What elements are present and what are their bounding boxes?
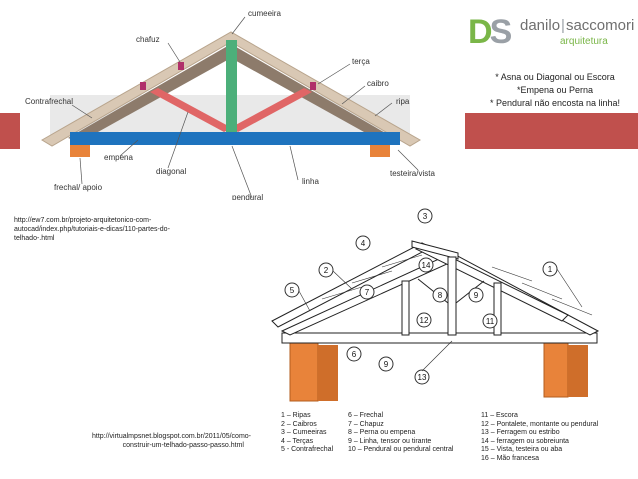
svg-text:4: 4 bbox=[361, 239, 366, 248]
source-url-bottom[interactable]: http://virtualmpsnet.blogspot.com.br/201… bbox=[92, 433, 252, 449]
label-cumeeira: cumeeira bbox=[248, 9, 281, 18]
svg-text:7: 7 bbox=[365, 288, 370, 297]
legend-item: 13 – Ferragem ou estribo bbox=[481, 429, 560, 437]
svg-text:14: 14 bbox=[422, 261, 431, 270]
label-terca: terça bbox=[352, 57, 370, 66]
frechal-left bbox=[70, 145, 90, 157]
callouts: 3 4 2 5 14 7 8 9 12 11 1 6 9 13 bbox=[284, 208, 558, 385]
legend-item: 10 – Pendural ou pendural central bbox=[348, 446, 454, 454]
svg-text:8: 8 bbox=[438, 291, 443, 300]
svg-text:13: 13 bbox=[418, 373, 427, 382]
legend-column-1: 1 – Ripas 2 – Caibros 3 – Cumeeiras 4 – … bbox=[281, 412, 333, 455]
terca-mark-left bbox=[140, 82, 146, 90]
truss-3d-diagram: 3 4 2 5 14 7 8 9 12 11 1 6 9 13 bbox=[271, 208, 600, 402]
svg-text:11: 11 bbox=[486, 317, 495, 326]
note-asna: * Asna ou Diagonal ou Escora bbox=[495, 72, 615, 82]
frechal-right bbox=[370, 145, 390, 157]
logo-name: danilo|saccomori bbox=[520, 17, 635, 34]
svg-text:3: 3 bbox=[423, 212, 428, 221]
legend-column-2: 6 – Frechal 7 – Chapuz 8 – Perna ou empe… bbox=[348, 412, 453, 455]
label-contrafrechal: Contrafrechal bbox=[25, 97, 73, 106]
legend-item: 1 – Ripas bbox=[281, 412, 311, 419]
label-diagonal: diagonal bbox=[156, 167, 186, 176]
diagonal-right bbox=[230, 88, 312, 132]
note-pendural: * Pendural não encosta na linha! bbox=[489, 98, 621, 108]
chafuz-mark bbox=[178, 62, 184, 70]
legend-item: 5 - Contrafrechal bbox=[281, 446, 334, 454]
diagonal-left bbox=[150, 88, 232, 132]
svg-text:9: 9 bbox=[474, 291, 479, 300]
svg-text:6: 6 bbox=[352, 350, 357, 359]
leader-lines bbox=[71, 16, 419, 199]
svg-text:1: 1 bbox=[548, 265, 553, 274]
legend-item: 11 – Escora bbox=[481, 412, 518, 419]
brand-logo: DS danilo|saccomori arquitetura bbox=[468, 13, 634, 54]
legend-item: 16 – Mão francesa bbox=[481, 454, 539, 462]
label-caibro: caibro bbox=[367, 79, 389, 88]
svg-text:5: 5 bbox=[290, 286, 295, 295]
brick-support-right-side bbox=[568, 345, 588, 397]
linha-tie-beam bbox=[70, 132, 400, 145]
note-empena: *Empena ou Perna bbox=[516, 85, 594, 95]
label-linha: linha bbox=[302, 177, 319, 186]
legend-item: 8 – Perna ou empena bbox=[348, 429, 416, 437]
terca-mark-right bbox=[310, 82, 316, 90]
callout-leaders bbox=[298, 268, 583, 372]
rafters bbox=[271, 242, 600, 336]
logo-mark: DS bbox=[468, 13, 512, 51]
logo-subtitle: arquitetura bbox=[560, 36, 608, 47]
brick-support-left bbox=[289, 340, 319, 402]
brick-support-right bbox=[543, 340, 569, 398]
battens bbox=[321, 254, 593, 316]
legend-item: 3 – Cumeeiras bbox=[281, 429, 327, 437]
legend-column-3: 11 – Escora 12 – Pontalete, montante ou … bbox=[481, 412, 598, 464]
label-testeira: testeira/vista bbox=[390, 169, 435, 178]
source-url-top[interactable]: http://ew7.com.br/projeto-arquitetonico-… bbox=[14, 217, 170, 242]
legend-item: 9 – Linha, tensor ou tirante bbox=[348, 437, 432, 445]
roof-truss-diagram: cumeeira chafuz terça caibro ripa Contra… bbox=[20, 0, 465, 200]
brick-support-left-side bbox=[318, 345, 338, 401]
label-chafuz: chafuz bbox=[136, 35, 160, 44]
svg-text:9: 9 bbox=[384, 360, 389, 369]
legend-item: 12 – Pontalete, montante ou pendural bbox=[481, 420, 599, 428]
svg-text:2: 2 bbox=[324, 266, 329, 275]
legend-item: 4 – Terças bbox=[281, 437, 314, 445]
tie-beam bbox=[281, 332, 598, 344]
legend-item: 14 – ferragem ou sobreiunta bbox=[481, 437, 569, 445]
pendural-post bbox=[226, 40, 237, 132]
label-empena: empena bbox=[104, 153, 133, 162]
legend-item: 6 – Frechal bbox=[348, 412, 384, 419]
king-post bbox=[447, 256, 457, 336]
ridge-beam bbox=[411, 240, 459, 260]
svg-text:12: 12 bbox=[420, 316, 429, 325]
queen-post-right bbox=[493, 282, 502, 336]
queen-post-left bbox=[401, 280, 410, 336]
label-pendural: pendural bbox=[232, 193, 263, 200]
legend-item: 15 – Vista, testeira ou aba bbox=[481, 446, 563, 454]
roof-covering bbox=[41, 31, 421, 147]
legend-item: 7 – Chapuz bbox=[348, 420, 384, 428]
legend-item: 2 – Caibros bbox=[281, 420, 317, 428]
label-frechal: frechal/ apoio bbox=[54, 183, 103, 192]
label-ripa: ripa bbox=[396, 97, 410, 106]
